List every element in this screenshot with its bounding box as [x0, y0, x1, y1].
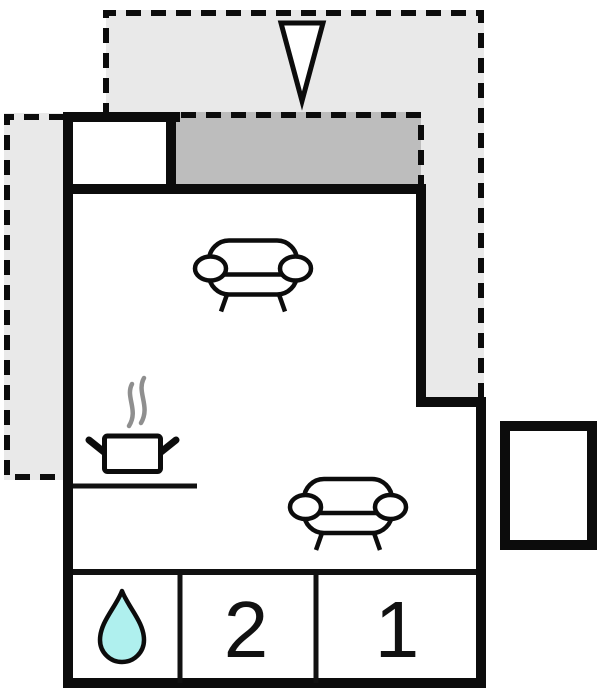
outbuilding: [500, 421, 597, 550]
entrance-arrow-icon: [277, 20, 327, 111]
sofa-icon: [290, 479, 406, 550]
covered-terrace-area: [175, 112, 421, 185]
stove-pot-icon: [85, 375, 180, 474]
room-label-bedroom-1: 1: [375, 585, 420, 674]
sofa-icon: [195, 241, 311, 312]
terrace-left-dashed-border: [4, 114, 64, 480]
steam-line: [126, 381, 135, 429]
interior-lines: [73, 483, 476, 683]
steam-line: [138, 375, 147, 426]
terrace-top-area: [106, 10, 484, 400]
pot-body: [102, 433, 163, 474]
room-label-bedroom-2: 2: [224, 585, 269, 674]
building-walls: [63, 112, 486, 688]
water-drop-icon: [97, 588, 147, 665]
pot-handles: [85, 436, 180, 456]
wall-path: [63, 112, 486, 688]
terrace-areas: [4, 10, 484, 480]
terrace-left-area: [4, 113, 64, 480]
